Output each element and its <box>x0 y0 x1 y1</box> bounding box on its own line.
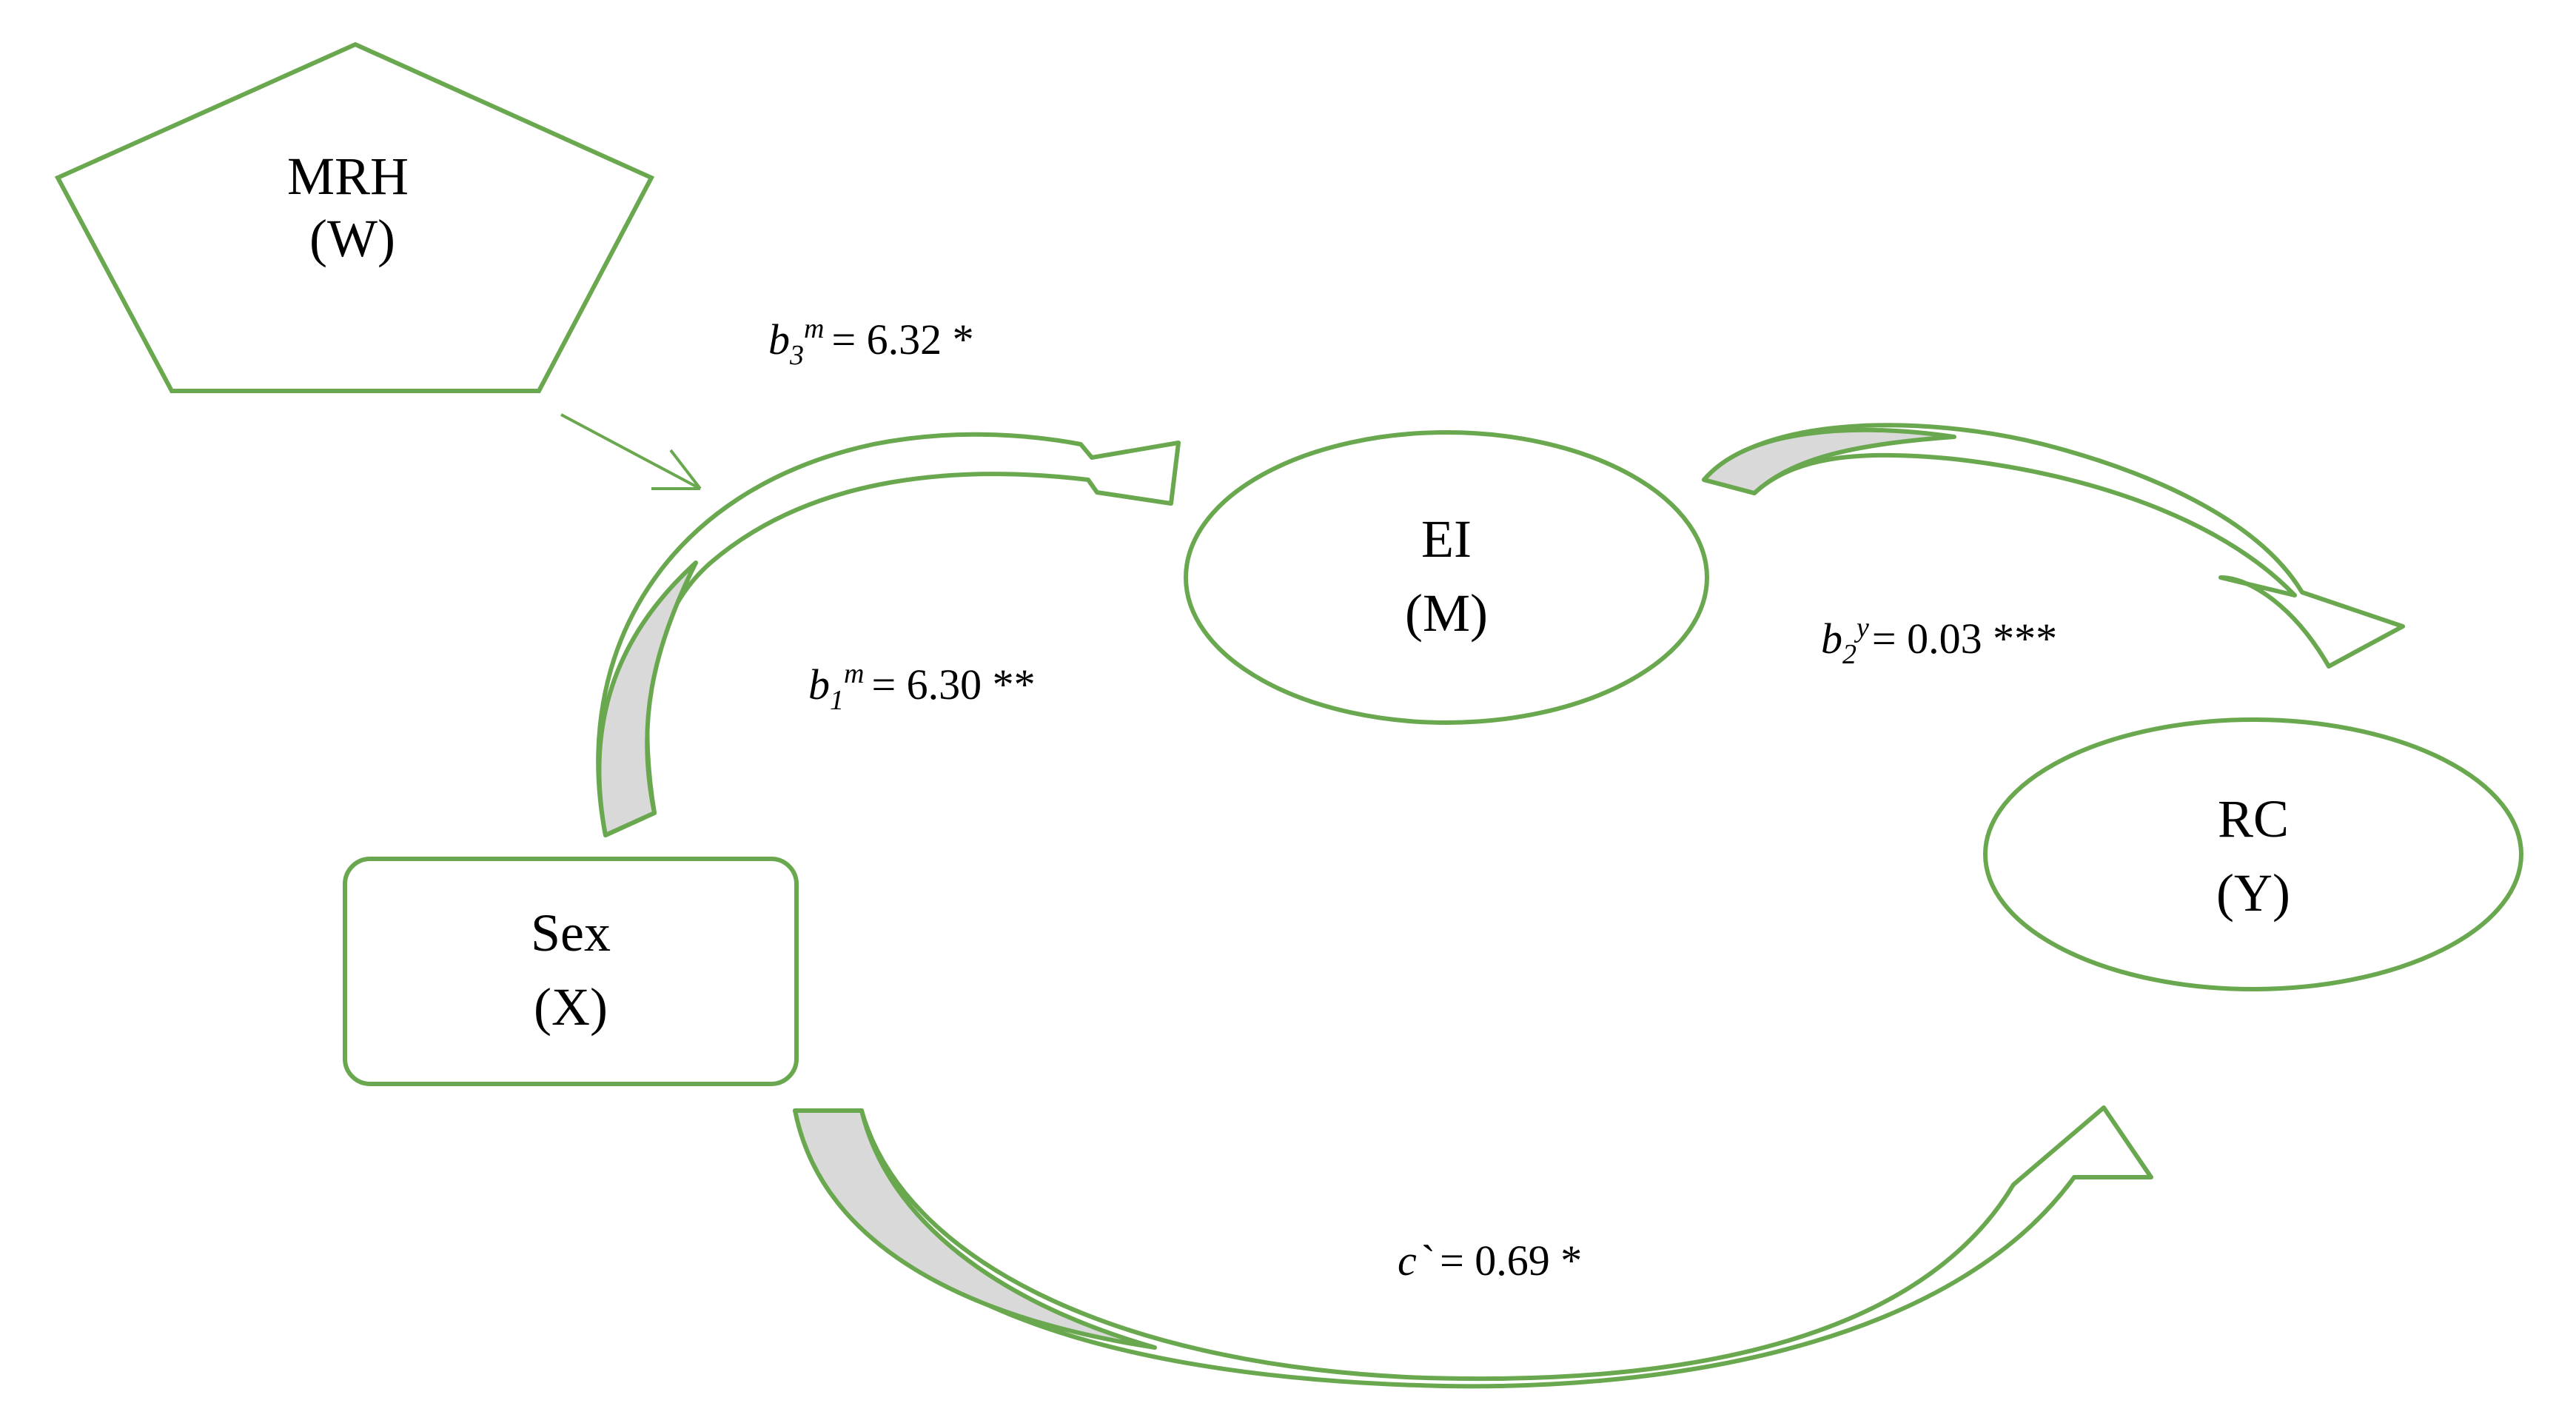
ellipse-shape <box>1184 430 1709 725</box>
coefficient-label-c-prime: c`= 0.69 * <box>1398 1236 1582 1285</box>
moderation-arrow <box>560 413 702 490</box>
arrow-ei-to-rc <box>1702 423 2405 669</box>
moderator-name: MRH <box>287 147 409 206</box>
arrow-sex-to-rc-direct <box>793 1105 2153 1389</box>
predictor-symbol: (X) <box>534 977 608 1037</box>
mediator-node-ei: EI (M) <box>1184 430 1709 725</box>
mediator-symbol: (M) <box>1405 583 1488 643</box>
predictor-name: Sex <box>531 903 611 963</box>
coefficient-label-b1: b1m= 6.30 ** <box>808 658 1036 716</box>
pentagon-shape <box>54 41 655 393</box>
arrow-sex-to-ei <box>596 432 1181 837</box>
rounded-rectangle-shape <box>343 857 799 1086</box>
predictor-node-sex: Sex (X) <box>343 857 799 1086</box>
outcome-symbol: (Y) <box>2216 863 2290 923</box>
moderator-symbol: (W) <box>309 209 395 268</box>
outcome-name: RC <box>2218 789 2289 848</box>
coefficient-label-b2: b2y= 0.03 *** <box>1821 612 2057 670</box>
ellipse-shape <box>1983 717 2523 991</box>
outcome-node-rc: RC (Y) <box>1983 717 2523 991</box>
mediator-name: EI <box>1421 509 1472 569</box>
coefficient-label-b3: b3m= 6.32 * <box>768 313 974 371</box>
moderator-node-mrh: MRH (W) <box>54 41 655 393</box>
